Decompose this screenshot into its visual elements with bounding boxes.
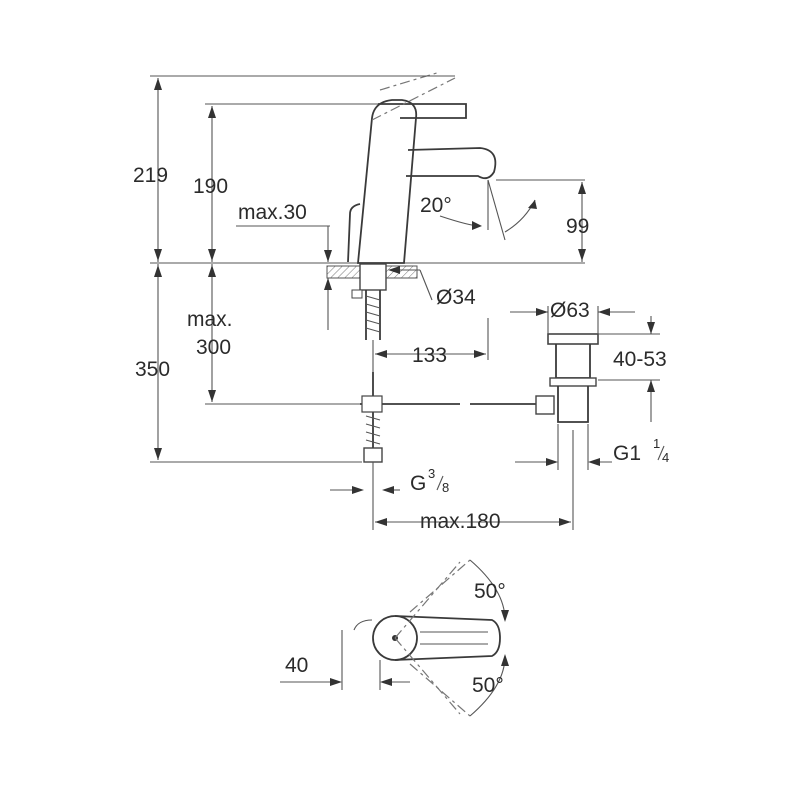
dim-max180: max.180 xyxy=(420,510,501,533)
dim-angle50-top: 50° xyxy=(474,580,506,603)
dim-g38-den: 8 xyxy=(442,480,449,495)
dim-40: 40 xyxy=(285,654,308,677)
stud-threads xyxy=(365,295,381,333)
dim-max30: max.30 xyxy=(238,201,307,224)
flow-line-vertical xyxy=(487,179,506,241)
lever-back xyxy=(353,619,373,631)
washer xyxy=(351,289,363,299)
dim-g114-base: G1 xyxy=(613,442,641,465)
dimension-lines xyxy=(150,75,660,530)
lever-left-position xyxy=(394,561,461,639)
waste-tail xyxy=(557,386,589,423)
angle-arrow-left xyxy=(472,221,482,230)
lever-handle xyxy=(378,103,467,119)
lever-left-edge xyxy=(409,559,471,613)
dim-g114-num: 1 xyxy=(653,436,660,451)
lever-top-view xyxy=(280,559,509,717)
dim-dia34: Ø34 xyxy=(436,286,476,309)
waste-nut xyxy=(549,377,597,387)
dim-133: 133 xyxy=(412,344,447,367)
dim-40-53: 40-53 xyxy=(613,348,667,371)
dim-max300-line1: max. xyxy=(187,308,233,331)
pop-up-waste xyxy=(535,333,599,423)
waste-body-top xyxy=(555,344,591,379)
waste-flange xyxy=(547,333,599,345)
dim-g38-num: 3 xyxy=(428,466,435,481)
spout xyxy=(406,147,497,180)
lever-right-edge xyxy=(409,663,471,717)
lever-arm xyxy=(394,615,501,661)
dim-max300-line2: 300 xyxy=(196,336,231,359)
pop-up-rod xyxy=(347,203,361,263)
hose-connector xyxy=(363,447,383,463)
dimension-labels: 219 190 max.30 20° 99 Ø34 max. 300 350 1… xyxy=(133,164,669,697)
dim-angle20: 20° xyxy=(420,194,452,217)
angle-arrow xyxy=(528,200,537,209)
dim-g38-base: G xyxy=(410,472,426,495)
hose-threads xyxy=(365,415,381,445)
linkage-pivot xyxy=(535,395,555,415)
lever-right-position xyxy=(394,637,461,715)
dim-219: 219 xyxy=(133,164,168,187)
dim-350: 350 xyxy=(135,358,170,381)
dim-190: 190 xyxy=(193,175,228,198)
dim-99: 99 xyxy=(566,215,589,238)
lever-raised-outline xyxy=(371,71,456,121)
mounting-nut xyxy=(359,263,387,291)
linkage-clip xyxy=(361,395,383,413)
faucet-side-view xyxy=(150,71,585,463)
dim-g114-den: 4 xyxy=(662,450,669,465)
lever-groove xyxy=(420,631,488,645)
faucet-body xyxy=(357,99,418,264)
angle-arc-20 xyxy=(504,199,536,233)
dim-angle50-bottom: 50° xyxy=(472,674,504,697)
dim-dia63: Ø63 xyxy=(550,299,590,322)
